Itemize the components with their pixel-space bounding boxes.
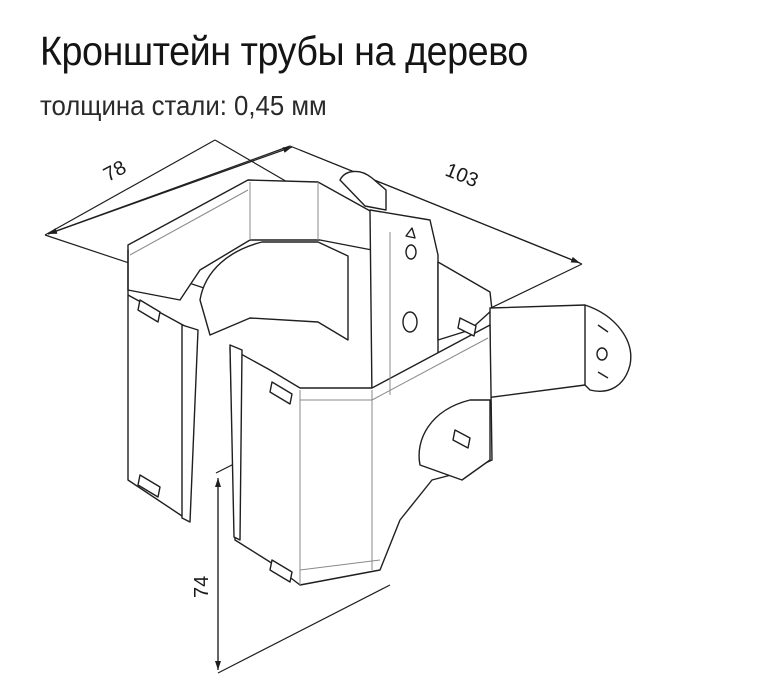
bracket-body: [127, 170, 632, 586]
dimension-78-label: 78: [100, 157, 130, 187]
page-title: Кронштейн трубы на дерево: [40, 28, 528, 74]
steel-thickness-subtitle: толщина стали: 0,45 мм: [40, 90, 327, 121]
dimension-103-label: 103: [442, 159, 481, 192]
dimension-74-label: 74: [191, 576, 213, 598]
